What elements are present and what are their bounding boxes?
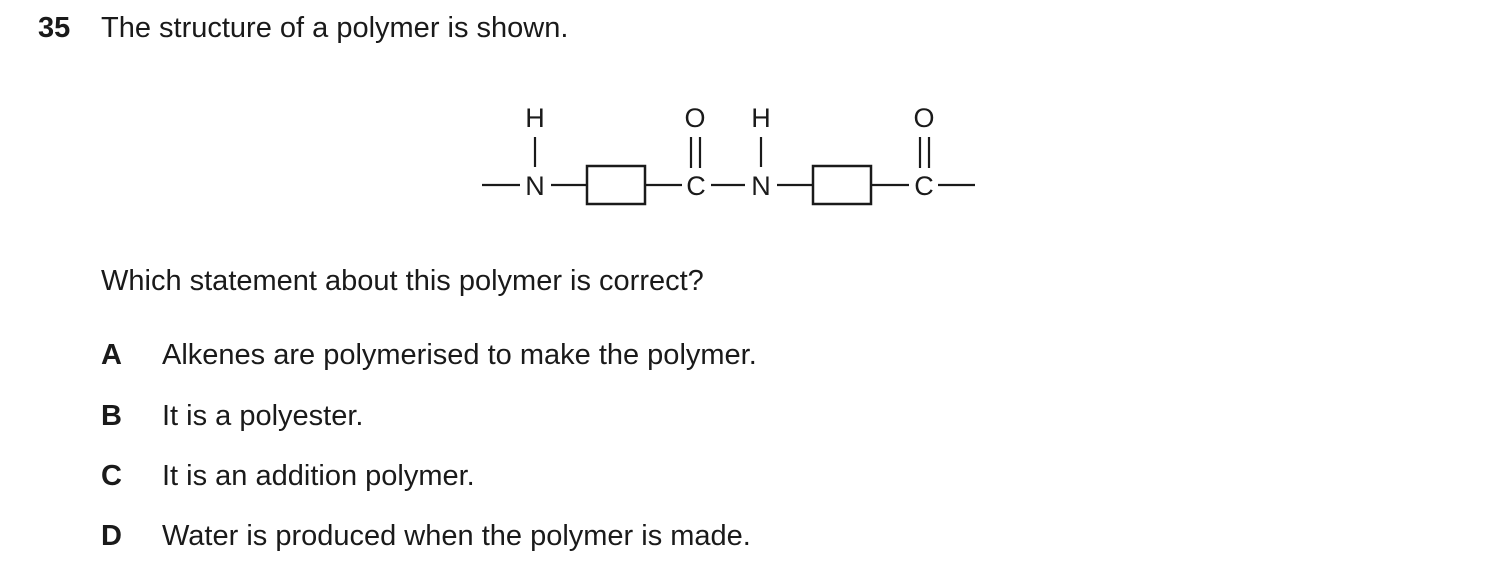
option-text: It is a polyester. (162, 400, 364, 432)
atom-c1: C (686, 171, 706, 201)
question-number: 35 (38, 12, 71, 44)
question-stem: The structure of a polymer is shown. (101, 12, 569, 44)
atom-n1: N (525, 171, 545, 201)
option-c[interactable]: C It is an addition polymer. (0, 458, 1000, 494)
atom-o2: O (913, 103, 934, 133)
option-letter: A (101, 339, 122, 371)
question-prompt: Which statement about this polymer is co… (101, 265, 704, 297)
option-d[interactable]: D Water is produced when the polymer is … (0, 518, 1000, 554)
atom-h1: H (525, 103, 545, 133)
repeat-unit-box-1 (585, 164, 647, 206)
atom-c2: C (914, 171, 934, 201)
atom-o1: O (684, 103, 705, 133)
polymer-structure-diagram: H N O C H N O C (482, 103, 975, 206)
atom-h2: H (751, 103, 771, 133)
option-text: Alkenes are polymerised to make the poly… (162, 339, 757, 371)
option-b[interactable]: B It is a polyester. (0, 398, 1000, 434)
option-text: Water is produced when the polymer is ma… (162, 520, 751, 552)
option-letter: C (101, 460, 122, 492)
option-text: It is an addition polymer. (162, 460, 475, 492)
repeat-unit-box-2 (811, 164, 873, 206)
option-letter: D (101, 520, 122, 552)
option-letter: B (101, 400, 122, 432)
atom-n2: N (751, 171, 771, 201)
option-a[interactable]: A Alkenes are polymerised to make the po… (0, 337, 1000, 373)
